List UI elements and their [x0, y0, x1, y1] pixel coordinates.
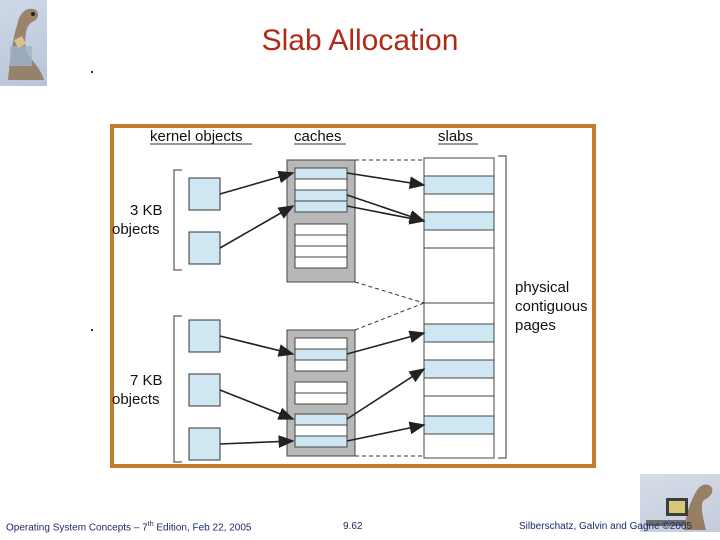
bracket-pages [498, 155, 507, 459]
label-7kb-objects: objects [112, 391, 160, 408]
label-pages-2: contiguous [515, 298, 588, 315]
footer-page-number: 9.62 [343, 521, 363, 532]
label-3kb-objects: objects [112, 221, 160, 238]
label-pages-3: pages [515, 317, 556, 334]
kernel-object-7kb-3 [188, 427, 221, 461]
kernel-object-7kb-2 [188, 373, 221, 407]
bullet-dot [91, 329, 93, 331]
header-slabs: slabs [438, 128, 474, 145]
kernel-object-7kb-1 [188, 319, 221, 353]
dinosaur-logo-icon [0, 0, 47, 86]
kernel-object-3kb-1 [188, 177, 221, 211]
kernel-object-3kb-2 [188, 231, 221, 265]
footer-left: Operating System Concepts – 7th Edition,… [6, 521, 252, 534]
slabs-column [423, 157, 495, 459]
label-pages-1: physical [515, 279, 570, 296]
header-kernel-objects: kernel objects [150, 128, 243, 145]
dinosaur-corner-icon [640, 474, 720, 532]
footer-copyright: Silberschatz, Galvin and Gagne ©2005 [519, 521, 693, 532]
slab-allocation-diagram: kernel objects caches slabs 3 KB objects… [110, 124, 596, 468]
bracket-7kb [173, 315, 182, 463]
header-caches: caches [294, 128, 342, 145]
label-3kb-size: 3 KB [130, 202, 163, 219]
bullet-dot [91, 71, 93, 73]
diagram-canvas [150, 143, 507, 463]
bracket-3kb [173, 169, 182, 271]
slide-title: Slab Allocation [261, 24, 459, 57]
label-7kb-size: 7 KB [130, 372, 163, 389]
